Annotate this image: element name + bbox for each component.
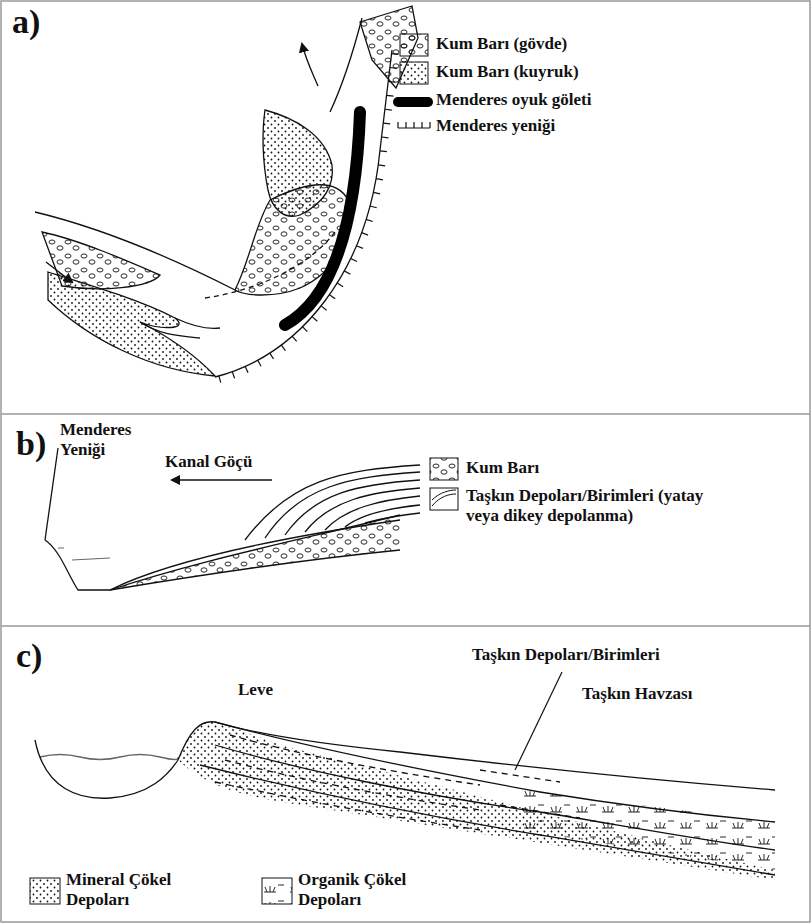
bank-tick bbox=[302, 327, 307, 332]
bank-tick bbox=[337, 283, 343, 287]
feature-label: Taşkın Havzası bbox=[582, 684, 692, 704]
bank-tick bbox=[292, 336, 297, 341]
bank-tick bbox=[329, 295, 335, 299]
bank-tick bbox=[383, 123, 390, 125]
feature-label: Kanal Göçü bbox=[165, 452, 252, 472]
bank-tick bbox=[380, 150, 387, 152]
panel-letter: c) bbox=[16, 636, 42, 677]
legend-text: Mineral Çökel Depoları bbox=[66, 870, 196, 911]
feature-label: Leve bbox=[238, 680, 273, 700]
legend-text: Kum Barı (kuyruk) bbox=[436, 62, 579, 82]
panel-letter: b) bbox=[16, 424, 46, 465]
bank-tick bbox=[344, 271, 350, 274]
bank-tick bbox=[321, 306, 326, 310]
panel-letter: a) bbox=[12, 2, 40, 43]
legend-text: Organik Çökel Depoları bbox=[298, 870, 428, 911]
feature-label: Menderes Yeniği bbox=[60, 420, 160, 461]
bank-tick bbox=[219, 376, 221, 383]
bank-tick bbox=[312, 317, 317, 322]
bank-tick bbox=[387, 95, 394, 97]
bank-tick bbox=[245, 366, 248, 372]
bank-tick bbox=[370, 206, 377, 208]
legend-text: Taşkın Depoları/Birimleri (yatay veya di… bbox=[466, 486, 706, 527]
bank-tick bbox=[362, 233, 369, 235]
bank-tick bbox=[373, 192, 380, 194]
bank-tick bbox=[366, 219, 373, 221]
legend-text: Kum Barı (gövde) bbox=[436, 34, 567, 54]
bank-tick bbox=[270, 353, 274, 359]
bank-tick bbox=[392, 53, 399, 55]
bank-tick bbox=[356, 246, 362, 249]
bank-tick bbox=[390, 67, 397, 69]
bank-tick bbox=[382, 136, 389, 138]
bank-tick bbox=[281, 345, 285, 351]
feature-label: Taşkın Depoları/Birimleri bbox=[470, 645, 662, 665]
bank-tick bbox=[351, 258, 357, 261]
bank-tick bbox=[376, 179, 383, 180]
bank-tick bbox=[258, 360, 261, 366]
legend-text: Menderes oyuk göleti bbox=[436, 90, 592, 110]
bank-tick bbox=[388, 81, 395, 83]
bank-tick bbox=[378, 164, 385, 166]
bank-tick bbox=[232, 372, 234, 379]
legend-text: Menderes yeniği bbox=[436, 116, 555, 136]
legend-text: Kum Barı bbox=[466, 458, 539, 478]
bank-tick bbox=[385, 109, 392, 111]
